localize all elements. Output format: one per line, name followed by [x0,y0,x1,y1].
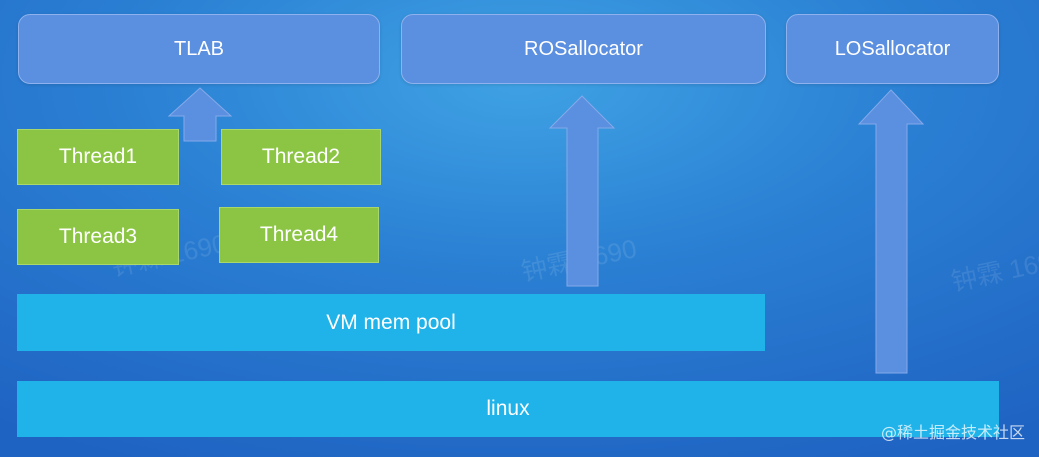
los-allocator-box: LOSallocator [786,14,999,84]
vm-mem-pool-bar: VM mem pool [17,294,765,351]
linux-bar: linux [17,381,999,437]
credit-text: @稀土掘金技术社区 [880,423,1025,442]
tlab-box: TLAB [18,14,380,84]
ros-allocator-box: ROSallocator [401,14,766,84]
thread1-box: Thread1 [17,129,179,185]
watermark-3: 钟霖 1690 [948,243,1039,297]
arrow-to-los [857,89,925,374]
thread4-box: Thread4 [219,207,379,263]
thread3-box: Thread3 [17,209,179,265]
watermark-2: 钟霖 1690 [518,233,640,287]
thread2-box: Thread2 [221,129,381,185]
